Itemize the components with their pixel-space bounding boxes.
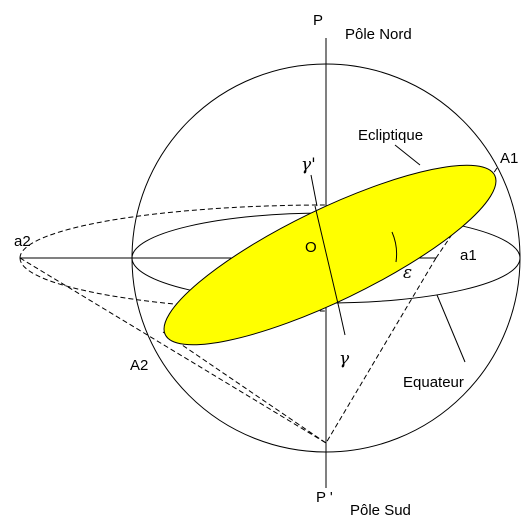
label-a1-upper: A1 <box>500 150 518 167</box>
obliquity-angle-arc <box>391 231 398 263</box>
ecliptic-equator-intersection <box>314 205 340 309</box>
ecliptique-leader-line <box>394 144 421 166</box>
label-p: P <box>313 12 323 29</box>
label-a1-lower: a1 <box>460 247 477 264</box>
label-equateur: Equateur <box>403 374 464 391</box>
label-gamma: γ <box>339 349 350 369</box>
label-pole-sud: Pôle Sud <box>350 502 411 519</box>
label-epsilon: ε <box>403 263 412 283</box>
construction-line-a2-pprime <box>19 257 327 444</box>
label-ecliptique: Ecliptique <box>358 127 423 144</box>
equateur-leader-line <box>436 294 466 363</box>
label-a2-upper: A2 <box>130 357 148 374</box>
ecliptic-plane <box>163 164 497 346</box>
gamma-line <box>338 307 346 336</box>
label-p-prime: P ' <box>316 489 333 506</box>
label-pole-nord: Pôle Nord <box>345 26 412 43</box>
label-gamma-prime: γ' <box>301 155 316 175</box>
construction-line-a2upper-pprime <box>162 331 327 444</box>
label-a2-lower: a2 <box>14 233 31 250</box>
label-o: O <box>305 239 317 256</box>
gamma-prime-line <box>310 174 318 207</box>
projected-circle-back <box>19 204 327 259</box>
construction-line-a1-pprime <box>325 257 437 444</box>
